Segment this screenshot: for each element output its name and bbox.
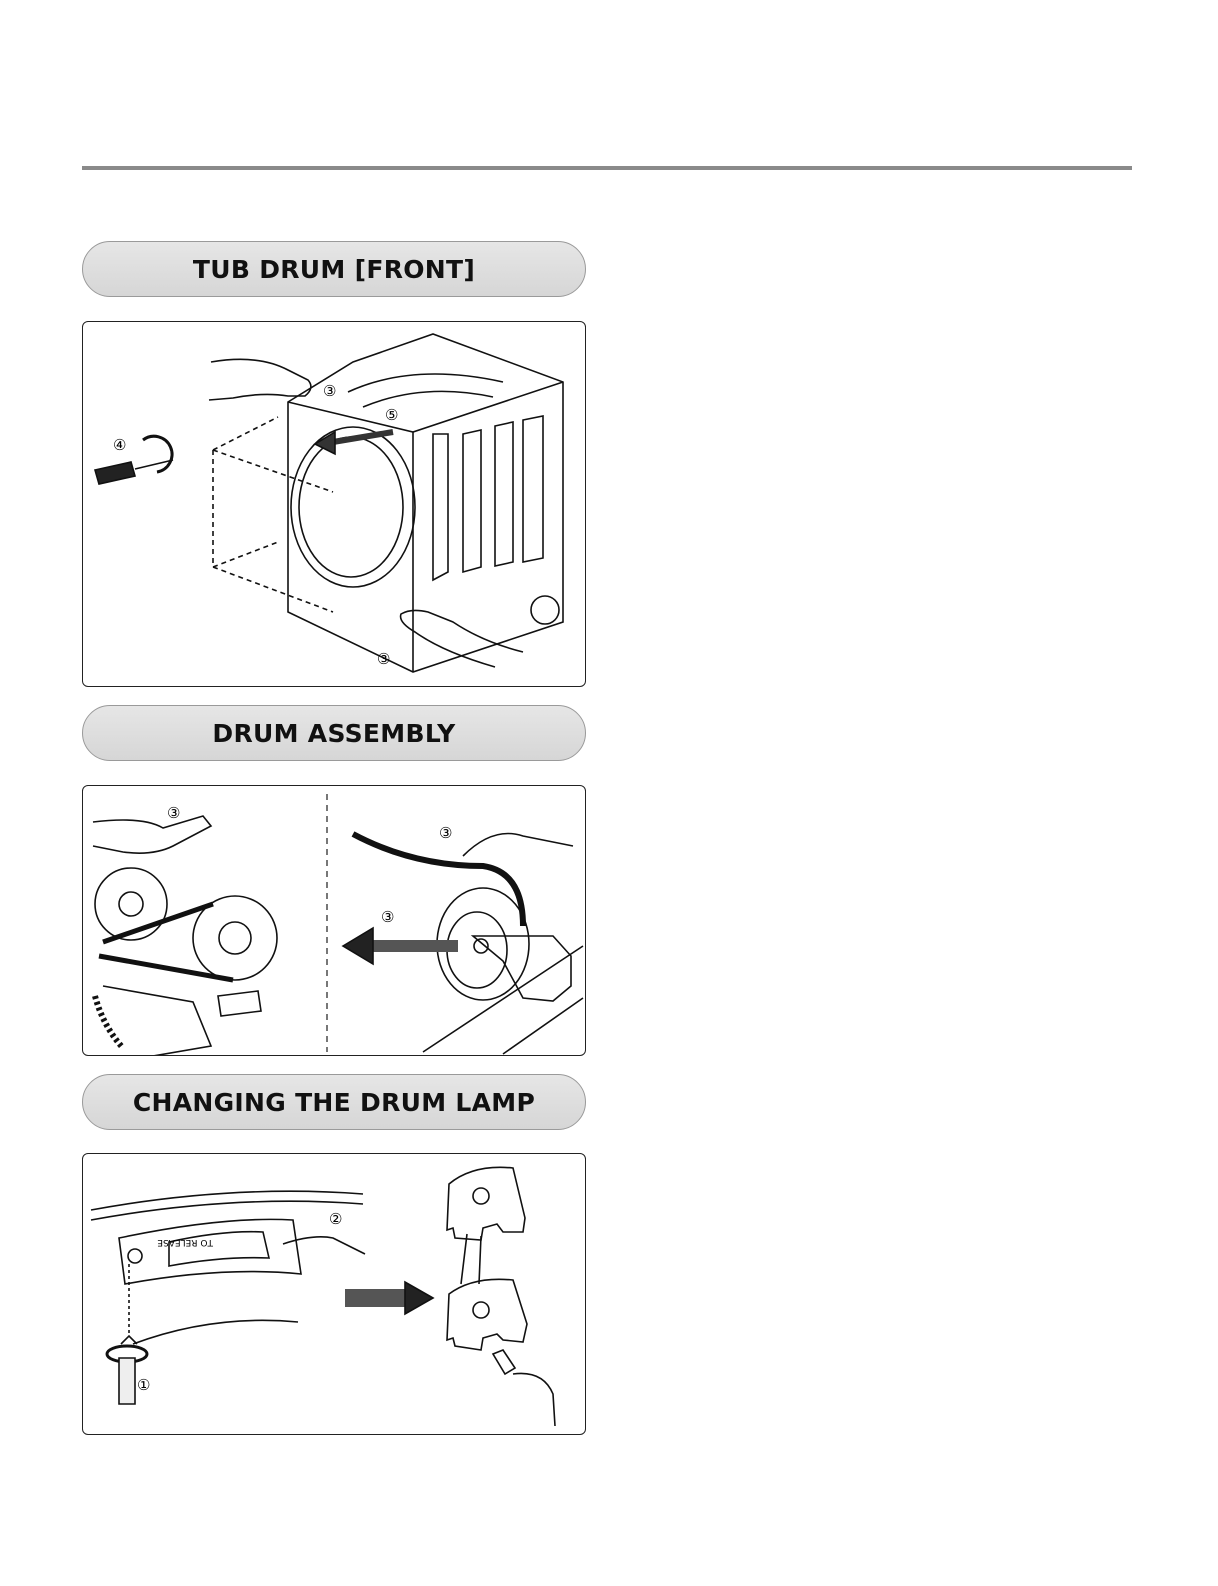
callout-3-right-arrow: ③: [381, 908, 394, 926]
section-title-text: TUB DRUM [FRONT]: [193, 255, 475, 284]
callout-4: ④: [113, 436, 126, 454]
section-title-drum-assembly: DRUM ASSEMBLY: [82, 705, 586, 761]
callout-3-left: ③: [167, 804, 180, 822]
header-rule: [82, 166, 1132, 170]
section-title-tub-drum-front: TUB DRUM [FRONT]: [82, 241, 586, 297]
drum-assembly-drawing: ③ ③ ③: [83, 786, 586, 1056]
section-title-text: DRUM ASSEMBLY: [212, 719, 455, 748]
cover-release-text: TO RELEASE: [157, 1237, 214, 1247]
callout-3-top: ③: [323, 382, 336, 400]
tub-drum-illustration: ③ ④ ⑤ ③: [82, 321, 586, 687]
callout-5: ⑤: [385, 406, 398, 424]
section-title-changing-drum-lamp: CHANGING THE DRUM LAMP: [82, 1074, 586, 1130]
drum-lamp-illustration: ② ① TO RELEASE: [82, 1153, 586, 1435]
drum-assembly-illustration: ③ ③ ③: [82, 785, 586, 1056]
callout-1: ①: [137, 1376, 150, 1394]
callout-2: ②: [329, 1210, 342, 1228]
tub-drum-drawing: ③ ④ ⑤ ③: [83, 322, 586, 687]
callout-3-bottom: ③: [377, 650, 390, 668]
drum-lamp-drawing: ② ① TO RELEASE: [83, 1154, 586, 1435]
callout-3-right-top: ③: [439, 824, 452, 842]
section-title-text: CHANGING THE DRUM LAMP: [133, 1088, 535, 1117]
